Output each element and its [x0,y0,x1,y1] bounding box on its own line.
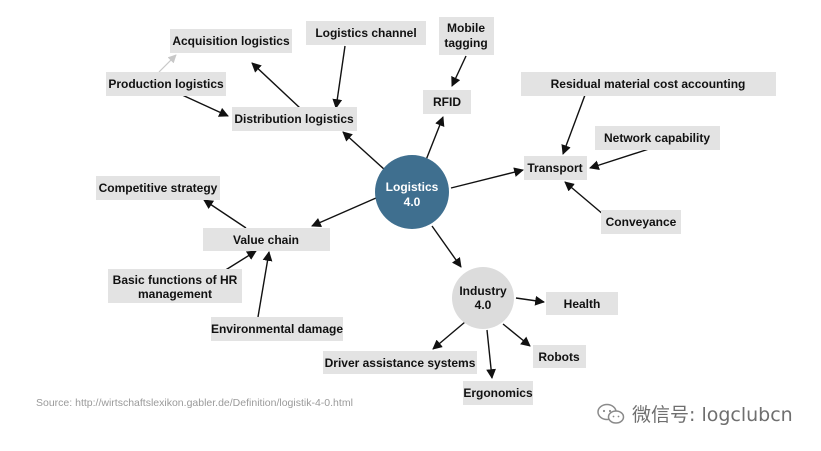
network-capability-label: Network capability [604,131,710,145]
arrow-industry-to-robots [502,323,531,347]
hub-label-line1: Logistics [386,180,439,194]
industry-4-0-node: Industry 4.0 [452,267,514,329]
competitive-strategy-label: Competitive strategy [99,181,218,195]
arrow-hub-to-rfid [425,116,445,161]
wechat-icon [597,403,625,424]
arrow-network-to-transport [589,147,653,170]
node-basic-functions-hr: Basic functions of HR management [108,269,242,303]
hub-circle [375,155,449,229]
arrow-mobile-to-rfid [451,55,467,87]
node-acquisition-logistics: Acquisition logistics [170,29,292,53]
node-logistics-channel: Logistics channel [306,21,426,45]
wechat-watermark: 微信号: logclubcn [596,400,793,427]
distribution-logistics-label: Distribution logistics [234,112,354,126]
arrow-hub-to-industry [431,225,462,268]
node-rfid: RFID [423,90,471,114]
node-conveyance: Conveyance [601,210,681,234]
node-mobile-tagging: Mobile tagging [439,17,494,55]
acquisition-logistics-label: Acquisition logistics [172,34,290,48]
transport-label: Transport [527,161,582,175]
node-health: Health [546,292,618,315]
arrow-production-to-distribution [179,93,229,117]
arrow-industry-to-health [515,295,545,306]
node-environmental-damage: Environmental damage [211,317,343,341]
node-network-capability: Network capability [595,126,720,150]
node-robots: Robots [533,345,586,368]
arrow-conveyance-to-transport [564,181,605,216]
rfid-label: RFID [433,95,461,109]
arrow-industry-to-ergonomics [486,329,496,379]
driver-assistance-label: Driver assistance systems [325,356,476,370]
arrow-environmental-to-value-chain [257,251,273,318]
basic-functions-hr-label-line1: Basic functions of HR [113,273,238,287]
logistics-4-0-hub: Logistics 4.0 [375,155,449,229]
node-production-logistics: Production logistics [106,72,226,96]
node-distribution-logistics: Distribution logistics [232,107,357,131]
arrow-industry-to-driver [432,321,466,350]
node-value-chain: Value chain [203,228,330,251]
node-transport: Transport [524,156,587,180]
logistics-channel-label: Logistics channel [315,26,416,40]
mobile-tagging-label-line2: tagging [444,36,487,50]
ergonomics-label: Ergonomics [463,386,533,400]
node-ergonomics: Ergonomics [463,381,533,405]
basic-functions-hr-label-line2: management [138,287,212,301]
health-label: Health [564,297,601,311]
arrow-value-chain-to-competitive [203,199,247,229]
arrow-hub-to-value-chain [311,197,377,227]
wechat-id-text: 微信号: logclubcn [632,404,793,426]
arrow-residual-to-transport [561,94,586,155]
arrow-distribution-to-acquisition [251,62,301,109]
arrow-production-to-acquisition [158,54,177,73]
industry-label-line2: 4.0 [475,298,492,312]
source-citation: Source: http://wirtschaftslexikon.gabler… [36,397,353,409]
residual-material-label: Residual material cost accounting [551,77,746,91]
arrow-channel-to-distribution [332,45,346,109]
environmental-damage-label: Environmental damage [211,322,343,336]
industry-label-line1: Industry [459,284,507,298]
value-chain-label: Value chain [233,233,299,247]
node-competitive-strategy: Competitive strategy [96,176,220,200]
arrow-hr-to-value-chain [223,250,257,272]
node-driver-assistance-systems: Driver assistance systems [323,351,477,374]
hub-label-line2: 4.0 [404,195,421,209]
production-logistics-label: Production logistics [108,77,224,91]
mobile-tagging-label-line1: Mobile [447,21,485,35]
conveyance-label: Conveyance [606,215,677,229]
node-residual-material-cost-accounting: Residual material cost accounting [521,72,776,96]
arrow-hub-to-distribution [342,131,386,171]
industry-circle [452,267,514,329]
robots-label: Robots [538,350,580,364]
arrow-hub-to-transport [450,167,524,189]
arrows [158,45,653,379]
